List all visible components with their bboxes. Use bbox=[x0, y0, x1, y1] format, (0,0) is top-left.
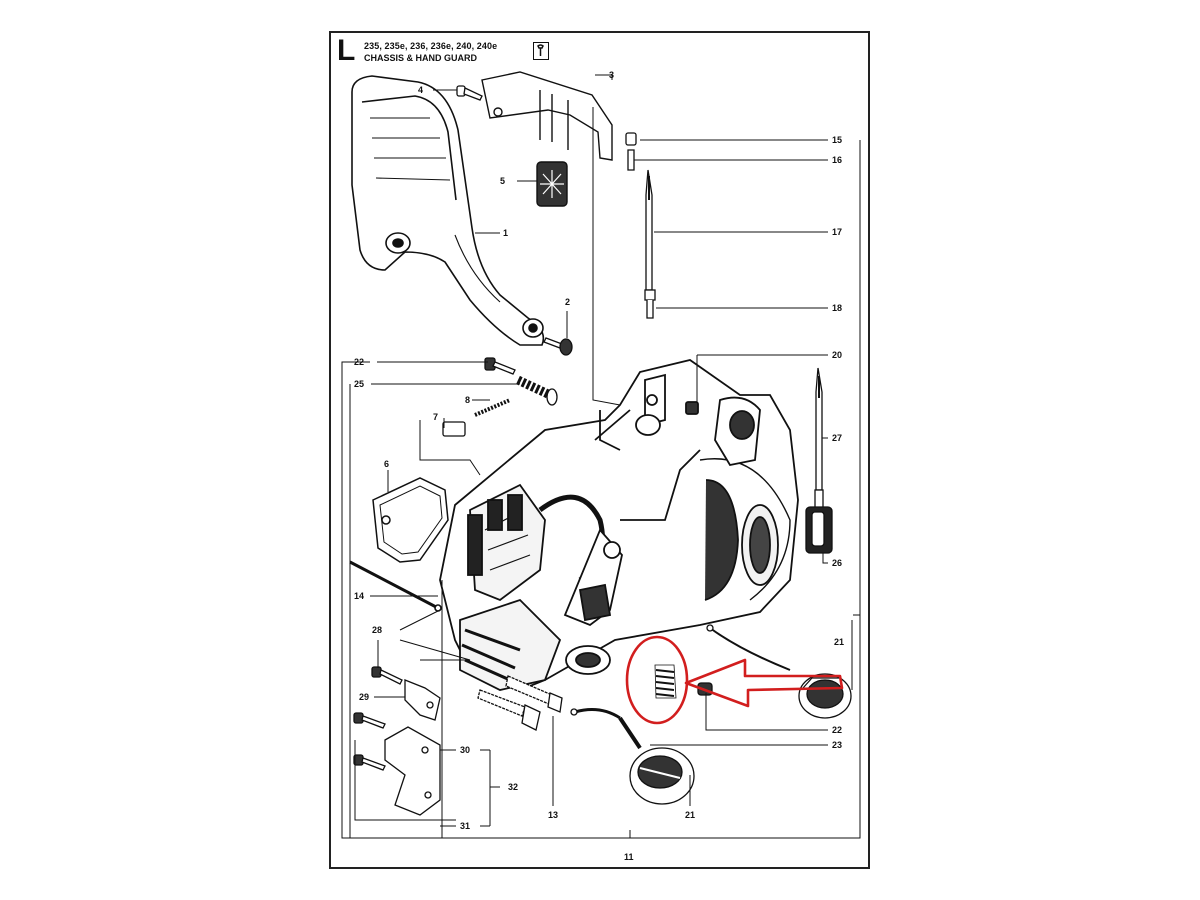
callout-8: 8 bbox=[465, 395, 470, 405]
callout-11: 11 bbox=[624, 852, 634, 862]
callout-7: 7 bbox=[433, 412, 438, 422]
chassis-body bbox=[439, 359, 799, 691]
callout-16: 16 bbox=[832, 155, 842, 165]
callout-22-upper: 22 bbox=[354, 357, 364, 367]
callout-21-lower: 21 bbox=[685, 810, 695, 820]
fuel-filter-assembly bbox=[805, 367, 833, 554]
callout-25: 25 bbox=[354, 379, 364, 389]
callout-15: 15 bbox=[832, 135, 842, 145]
callout-23: 23 bbox=[832, 740, 842, 750]
chain-catcher-parts bbox=[353, 666, 441, 816]
callout-20: 20 bbox=[832, 350, 842, 360]
leader-lines bbox=[341, 74, 861, 839]
callout-4: 4 bbox=[418, 85, 423, 95]
callout-32: 32 bbox=[508, 782, 518, 792]
screw-part-2 bbox=[543, 337, 573, 356]
callout-21-upper: 21 bbox=[834, 637, 844, 647]
bolt-part-13 bbox=[477, 675, 563, 731]
hand-guard-part bbox=[351, 75, 545, 346]
callout-labels: 4 3 5 1 2 15 16 17 18 20 27 26 22 25 8 7… bbox=[354, 70, 844, 862]
red-circle-arrow-highlight bbox=[625, 635, 844, 725]
callout-14: 14 bbox=[354, 591, 364, 601]
section-letter: L bbox=[337, 34, 356, 67]
callout-22-lower: 22 bbox=[832, 725, 842, 735]
screw-part-4 bbox=[456, 85, 483, 101]
diagram-title: CHASSIS & HAND GUARD bbox=[364, 53, 478, 63]
callout-2: 2 bbox=[565, 297, 570, 307]
callout-3: 3 bbox=[609, 70, 614, 80]
model-list: 235, 235e, 236, 236e, 240, 240e bbox=[364, 41, 498, 51]
callout-26: 26 bbox=[832, 558, 842, 568]
rod-part-14 bbox=[349, 560, 442, 612]
callout-27: 27 bbox=[832, 433, 842, 443]
cap-and-spring-parts bbox=[570, 624, 852, 805]
callout-28: 28 bbox=[372, 625, 382, 635]
callout-1: 1 bbox=[503, 228, 508, 238]
callout-6: 6 bbox=[384, 459, 389, 469]
callout-18: 18 bbox=[832, 303, 842, 313]
wrench-tool-icon bbox=[533, 42, 549, 60]
rod-assembly bbox=[625, 132, 656, 319]
callout-31: 31 bbox=[460, 821, 470, 831]
callout-29: 29 bbox=[359, 692, 369, 702]
callout-13: 13 bbox=[548, 810, 558, 820]
plate-part-6 bbox=[372, 477, 449, 563]
callout-17: 17 bbox=[832, 227, 842, 237]
callout-30: 30 bbox=[460, 745, 470, 755]
spring-and-bolts bbox=[442, 357, 558, 437]
callout-5: 5 bbox=[500, 176, 505, 186]
bracket-part bbox=[481, 71, 613, 161]
decal-part-5 bbox=[536, 161, 568, 207]
